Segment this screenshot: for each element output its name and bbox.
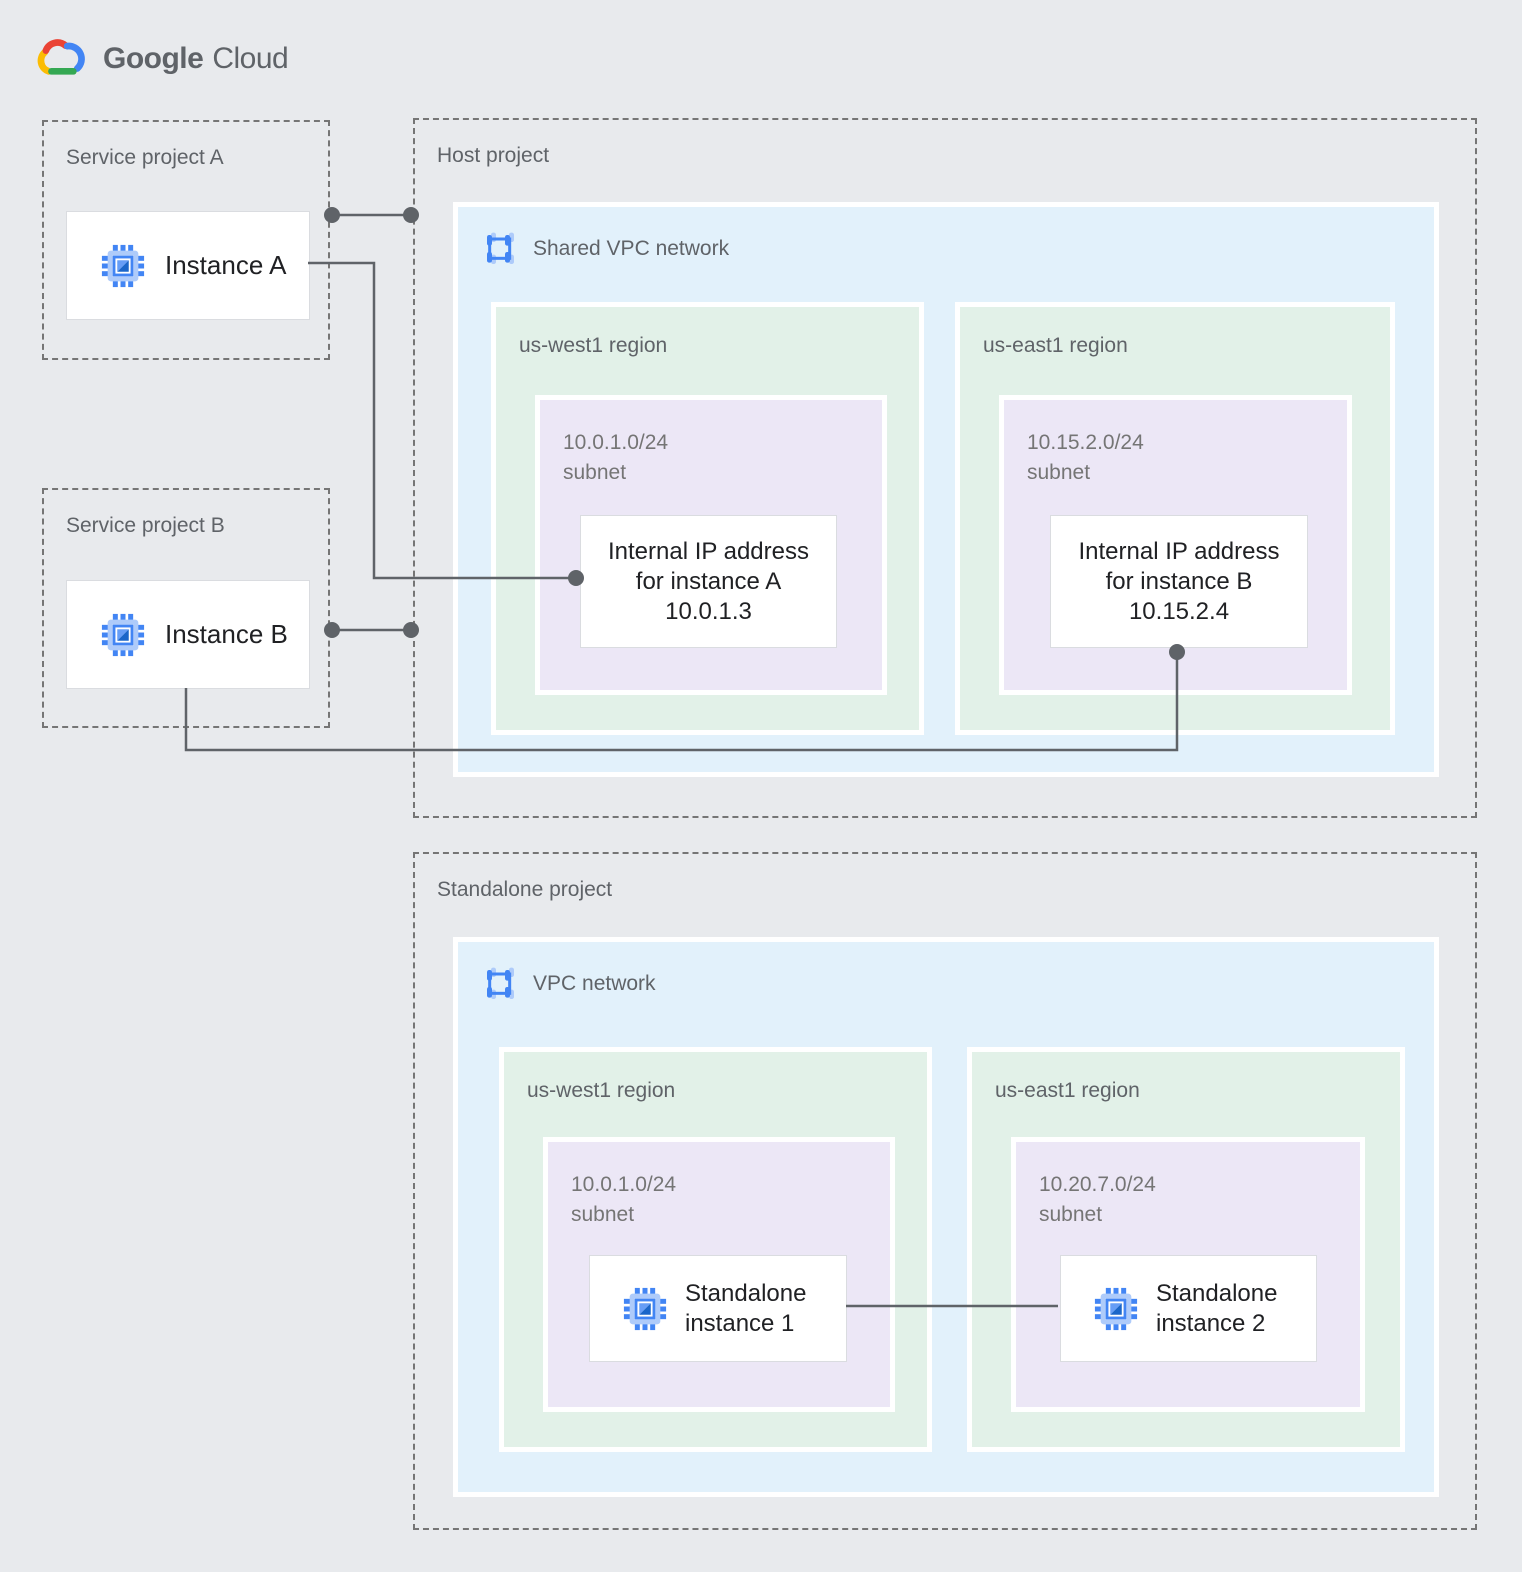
vpc-network-icon — [487, 967, 514, 999]
standalone-us-west1-subnet-box: 10.0.1.0/24 subnet — [543, 1137, 895, 1412]
instance-b-label: Instance B — [165, 619, 288, 649]
ip-a-line2: for instance A — [635, 567, 782, 595]
instance-b-card: Instance B — [66, 580, 310, 689]
subnet-cidr: 10.15.2.0/24 — [1027, 431, 1144, 454]
vpc-network-label: VPC network — [533, 972, 656, 995]
service-project-a-label: Service project A — [66, 146, 224, 169]
standalone-us-west1-region-label: us-west1 region — [527, 1079, 676, 1102]
host-project-box: Host project Shared VPC network — [413, 118, 1477, 818]
host-us-east1-region-box: us-east1 region 10.15.2.0/24 subnet Inte… — [955, 302, 1395, 735]
standalone-instance-2-label: Standalone instance 2 — [1156, 1279, 1277, 1339]
host-us-west1-subnet-box: 10.0.1.0/24 subnet Internal IP address f… — [535, 395, 887, 695]
logo-cloud: Cloud — [212, 42, 289, 75]
service-project-a-box: Service project A Instance A — [42, 120, 330, 360]
standalone-instance-1-line2: instance 1 — [685, 1309, 795, 1337]
internal-ip-instance-b-card: Internal IP address for instance B 10.15… — [1050, 515, 1308, 648]
standalone-instance-1-card: Standalone instance 1 — [589, 1255, 847, 1362]
standalone-instance-1-label: Standalone instance 1 — [685, 1279, 806, 1339]
subnet-caption: subnet — [1039, 1203, 1103, 1226]
standalone-instance-2-card: Standalone instance 2 — [1060, 1255, 1317, 1362]
google-cloud-logo-icon — [37, 39, 85, 75]
subnet-cidr: 10.0.1.0/24 — [571, 1173, 677, 1196]
standalone-us-east1-subnet-box: 10.20.7.0/24 subnet — [1011, 1137, 1365, 1412]
subnet-caption: subnet — [563, 461, 627, 484]
vpc-network-box: VPC network us-west1 region 10.0.1.0/24 … — [453, 937, 1439, 1497]
standalone-us-east1-region-box: us-east1 region 10.20.7.0/24 subnet — [967, 1047, 1405, 1452]
host-us-west1-region-box: us-west1 region 10.0.1.0/24 subnet Inter… — [491, 302, 924, 735]
shared-vpc-network-header: Shared VPC network — [480, 229, 729, 269]
compute-instance-icon — [101, 613, 145, 656]
host-us-west1-region-label: us-west1 region — [519, 334, 668, 357]
compute-instance-icon — [1094, 1287, 1138, 1330]
host-us-east1-subnet-label: 10.15.2.0/24 subnet — [1027, 428, 1144, 488]
host-us-east1-region-label: us-east1 region — [983, 334, 1128, 357]
subnet-cidr: 10.0.1.0/24 — [563, 431, 669, 454]
standalone-instance-2-line1: Standalone — [1156, 1279, 1278, 1307]
standalone-us-west1-region-box: us-west1 region 10.0.1.0/24 subnet — [499, 1047, 932, 1452]
standalone-project-box: Standalone project VPC network — [413, 852, 1477, 1530]
logo-google: Google — [103, 42, 204, 75]
ip-a-line1: Internal IP address — [607, 537, 809, 565]
standalone-us-east1-region-label: us-east1 region — [995, 1079, 1140, 1102]
instance-a-label: Instance A — [165, 250, 287, 280]
shared-vpc-network-box: Shared VPC network us-west1 region 10.0.… — [453, 202, 1439, 777]
ip-b-line1: Internal IP address — [1078, 537, 1280, 565]
ip-b-line3: 10.15.2.4 — [1128, 597, 1230, 625]
ip-b-line2: for instance B — [1105, 567, 1253, 595]
service-project-b-box: Service project B Instance B — [42, 488, 330, 728]
instance-a-card: Instance A — [66, 211, 310, 320]
vpc-network-header: VPC network — [480, 964, 656, 1004]
standalone-project-label: Standalone project — [437, 878, 613, 901]
standalone-instance-2-line2: instance 2 — [1156, 1309, 1266, 1337]
standalone-instance-1-line1: Standalone — [685, 1279, 807, 1307]
subnet-caption: subnet — [571, 1203, 635, 1226]
service-project-b-label: Service project B — [66, 514, 225, 537]
vpc-network-icon — [487, 232, 514, 264]
host-project-label: Host project — [437, 144, 550, 167]
subnet-cidr: 10.20.7.0/24 — [1039, 1173, 1156, 1196]
host-us-west1-subnet-label: 10.0.1.0/24 subnet — [563, 428, 668, 488]
standalone-us-west1-subnet-label: 10.0.1.0/24 subnet — [571, 1170, 676, 1230]
internal-ip-instance-a-card: Internal IP address for instance A 10.0.… — [580, 515, 837, 648]
subnet-caption: subnet — [1027, 461, 1091, 484]
standalone-us-east1-subnet-label: 10.20.7.0/24 subnet — [1039, 1170, 1156, 1230]
compute-instance-icon — [623, 1287, 667, 1330]
ip-a-line3: 10.0.1.3 — [665, 597, 752, 625]
host-us-east1-subnet-box: 10.15.2.0/24 subnet Internal IP address … — [999, 395, 1352, 695]
shared-vpc-network-label: Shared VPC network — [533, 237, 730, 260]
compute-instance-icon — [101, 244, 145, 287]
